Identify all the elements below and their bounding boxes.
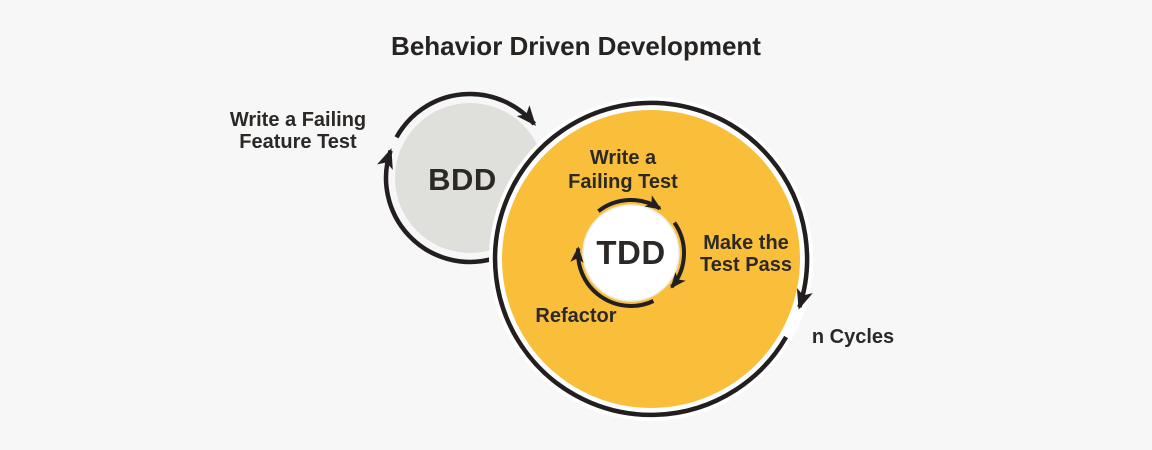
label-write-failing-feature-test: Write a Failing Feature Test bbox=[188, 109, 408, 153]
label-line: Write a bbox=[589, 147, 657, 169]
bdd-cycle-arrow-left bbox=[377, 148, 493, 265]
bdd-cycle-arrow-top bbox=[394, 91, 537, 139]
label-n-cycles: n Cycles bbox=[811, 326, 895, 348]
label-line: Write a Failing bbox=[229, 109, 367, 131]
label-bdd: BDD bbox=[428, 162, 497, 197]
label-line: Feature Test bbox=[239, 131, 357, 153]
label-tdd: TDD bbox=[596, 234, 666, 271]
tdd-inner-cycle-arrow-top bbox=[597, 195, 662, 213]
label-refactor: Refactor bbox=[535, 305, 617, 327]
label-line: Failing Test bbox=[568, 171, 678, 193]
diagram-title: Behavior Driven Development bbox=[391, 31, 761, 61]
label-make-test-pass: Make the Test Pass bbox=[646, 232, 846, 276]
tdd-inner-cycle-arrow-right bbox=[670, 221, 686, 289]
label-write-failing-test: Write a Failing Test bbox=[523, 146, 723, 194]
label-line: Test Pass bbox=[700, 254, 792, 276]
tdd-inner-cycle-arrow-left bbox=[570, 246, 655, 308]
tdd-outer-cycle-arrow bbox=[492, 100, 813, 418]
label-line: Make the bbox=[703, 232, 789, 254]
